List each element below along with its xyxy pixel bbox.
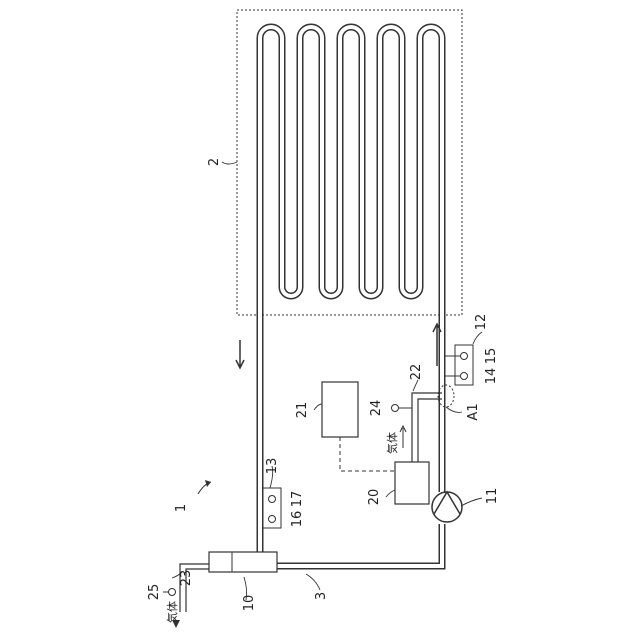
valve-24 [392,405,399,412]
serpentine-coil [260,27,442,312]
label-sensor-box-12: 12 [474,314,489,331]
label-sensor-17: 17 [290,491,305,508]
heat-exchanger-10 [209,552,277,572]
flow-arrow-down-icon [236,340,244,368]
label-panel-2: 2 [207,158,222,166]
gas-line-22 [412,393,442,462]
label-outlet-23: 23 [179,570,194,587]
label-region-a1: A1 [466,403,481,420]
sensor-15 [461,353,468,360]
sensor-14 [461,373,468,380]
label-sensor-15: 15 [484,348,499,365]
valve-25 [169,589,176,596]
label-sensor-14: 14 [484,368,499,385]
leader-lines [172,162,482,600]
controller-21 [322,382,358,437]
label-gas-source-20: 20 [367,489,382,506]
sensor-16 [269,516,276,523]
label-exchanger-10: 10 [242,595,257,612]
gas-source-20 [395,462,429,504]
label-valve-25: 25 [147,584,162,601]
gas-flow-arrow-icon [400,426,406,448]
circulation-pipe [260,312,442,566]
label-pump-11: 11 [485,488,500,505]
label-sensor-16: 16 [290,511,305,528]
label-system-1: 1 [174,504,189,512]
label-sensor-box-13: 13 [265,458,280,475]
panel-boundary [237,10,462,315]
pump-11 [432,492,462,522]
label-valve-24: 24 [369,400,384,417]
gas-label-source: 気体 [385,432,399,454]
label-controller-21: 21 [295,402,310,419]
label-pipe-3: 3 [314,592,329,600]
gas-label-outlet: 気体 [165,601,179,623]
label-gas-line-22: 22 [409,364,424,381]
sensor-17 [269,496,276,503]
system-pointer-arrow-icon [205,480,211,487]
